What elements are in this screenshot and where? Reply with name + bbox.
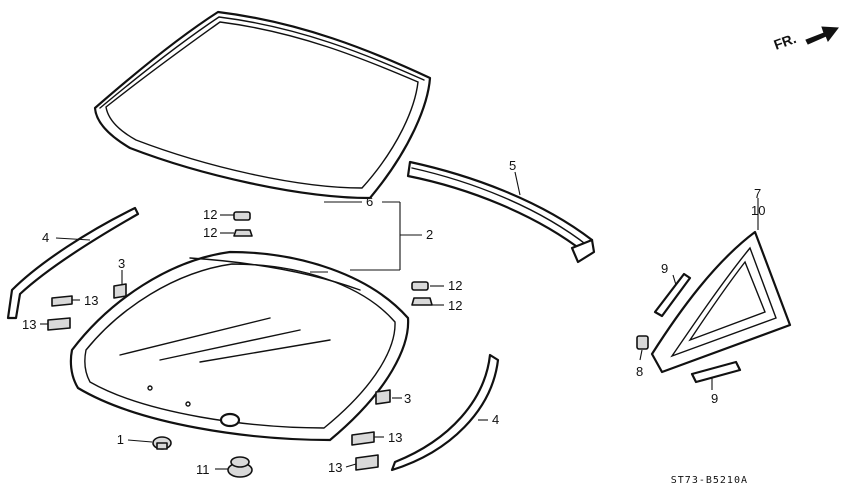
spacer-part-8 [636,335,649,350]
callout-2: 2 [426,227,433,242]
callout-12c: 12 [448,278,462,293]
callout-11: 11 [196,462,210,477]
callout-4-right: 4 [492,412,499,427]
rear-window-weatherstrip [93,10,432,200]
callout-6: 6 [366,194,373,209]
leader-lines [40,171,759,470]
callout-5: 5 [509,158,516,173]
rear-windshield-glass [69,250,410,442]
fastener-3a [113,283,127,299]
callout-3-right: 3 [404,391,411,406]
fastener-13b [47,317,71,331]
callout-13d: 13 [328,460,342,475]
callout-4-left: 4 [42,230,49,245]
callout-9-upper: 9 [661,261,668,276]
side-molding-right [390,353,500,472]
callout-7: 7 [754,186,761,201]
fastener-13c [351,431,375,446]
callout-9-lower: 9 [711,391,718,406]
callout-10: 10 [751,203,765,218]
callout-8: 8 [636,364,643,379]
grommet-part-11 [227,456,253,478]
callout-13c: 13 [388,430,402,445]
roof-molding-strip [406,160,596,264]
fastener-12c [411,281,429,291]
side-molding-left [6,206,140,320]
callout-12b: 12 [203,225,217,240]
fastener-3b [375,389,391,405]
fastener-12d [411,297,433,306]
front-direction-indicator: FR. [772,26,839,53]
front-direction-label: FR. [772,30,799,53]
callout-12d: 12 [448,298,462,313]
callout-3-left: 3 [118,256,125,271]
fastener-13a [51,295,73,307]
diagram-code: ST73-B5210A [671,475,748,486]
callout-13a: 13 [84,293,98,308]
callout-13b: 13 [22,317,36,332]
callout-12a: 12 [203,207,217,222]
fastener-12a [233,211,251,221]
fastener-13d [355,454,379,471]
arrow-right-icon [805,26,839,45]
quarter-seal-upper [653,272,692,318]
callout-1: 1 [117,432,124,447]
quarter-seal-lower [690,360,742,384]
quarter-window [650,230,792,374]
clip-part-1 [152,436,172,450]
fastener-12b [233,229,253,237]
